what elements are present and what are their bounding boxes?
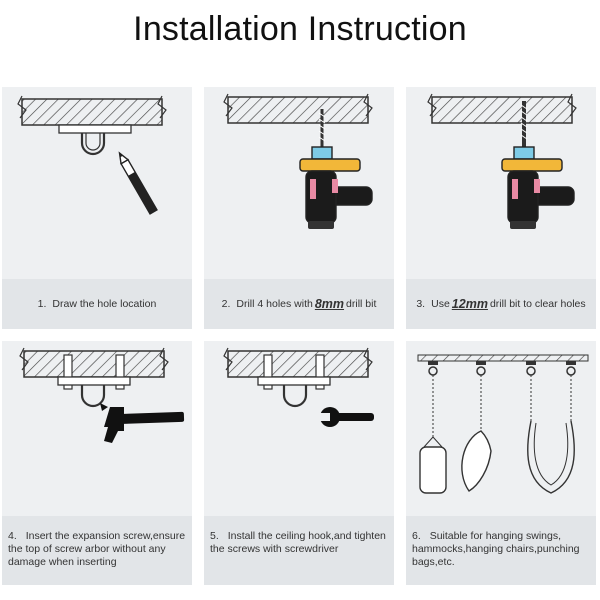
step-number: 4. [8, 530, 17, 542]
step-number: 2. [221, 297, 231, 310]
step-1-caption: 1. Draw the hole location [2, 279, 192, 329]
step-3-panel: 3. Use 12mm drill bit to clear holes [406, 87, 596, 329]
ceiling-slab [223, 93, 373, 124]
punching-bag-icon [419, 366, 447, 494]
step-6-caption: 6. Suitable for hanging swings, hammocks… [406, 516, 596, 585]
page-title: Installation Instruction [133, 10, 467, 48]
hook-plate [57, 376, 131, 386]
step-2-panel: 2. Drill 4 holes with 8mm drill bit [204, 87, 394, 329]
drill-icon [501, 101, 575, 229]
step-text: Drill 4 holes with [236, 297, 313, 310]
step-text: Draw the hole location [52, 297, 157, 310]
step-3-caption: 3. Use 12mm drill bit to clear holes [406, 279, 596, 329]
step-2-caption: 2. Drill 4 holes with 8mm drill bit [204, 279, 394, 329]
step-text: Use [431, 297, 450, 310]
swing-icon [526, 366, 576, 494]
step-5-illustration [223, 347, 374, 427]
hook-loop [282, 385, 308, 408]
step-text: Install the ceiling hook,and tighten the… [210, 530, 386, 555]
step-6-illustration [417, 354, 589, 494]
ceiling-slab [19, 347, 169, 378]
step-5-caption: 5. Install the ceiling hook,and tighten … [204, 516, 394, 585]
step-number: 5. [210, 530, 219, 542]
step-1-illustration [17, 95, 167, 215]
step-4-caption: 4. Insert the expansion screw,ensure the… [2, 516, 192, 585]
hammer-icon [100, 403, 185, 443]
hanging-chair-icon [461, 366, 492, 492]
step-4-panel: 4. Insert the expansion screw,ensure the… [2, 341, 192, 585]
ceiling-slab [223, 347, 373, 378]
step-6-panel: 6. Suitable for hanging swings, hammocks… [406, 341, 596, 585]
drill-size: 12mm [451, 296, 488, 311]
pencil-icon [118, 151, 158, 215]
step-text: Insert the expansion screw,ensure the to… [8, 530, 186, 568]
step-3-illustration [427, 93, 577, 229]
hook-loop [80, 385, 106, 408]
hook-plate [58, 124, 132, 134]
drill-icon [299, 109, 373, 229]
step-text: drill bit [346, 297, 377, 310]
drill-size: 8mm [314, 296, 345, 311]
step-1-panel: 1. Draw the hole location [2, 87, 192, 329]
step-2-illustration [223, 93, 373, 229]
step-number: 1. [37, 297, 47, 310]
ceiling-slab [17, 95, 167, 126]
ceiling-slab [427, 93, 577, 124]
expansion-screw [263, 354, 325, 390]
wrench-icon [320, 407, 374, 427]
step-5-panel: 5. Install the ceiling hook,and tighten … [204, 341, 394, 585]
step-text: Suitable for hanging swings, hammocks,ha… [412, 530, 580, 568]
step-text: drill bit to clear holes [489, 297, 586, 310]
step-number: 3. [416, 297, 426, 310]
hook-plate [257, 376, 331, 386]
ceiling-beam [417, 354, 589, 365]
hook-loop [80, 133, 106, 156]
step-4-illustration [19, 347, 185, 443]
step-number: 6. [412, 530, 421, 542]
expansion-screw [63, 354, 125, 390]
